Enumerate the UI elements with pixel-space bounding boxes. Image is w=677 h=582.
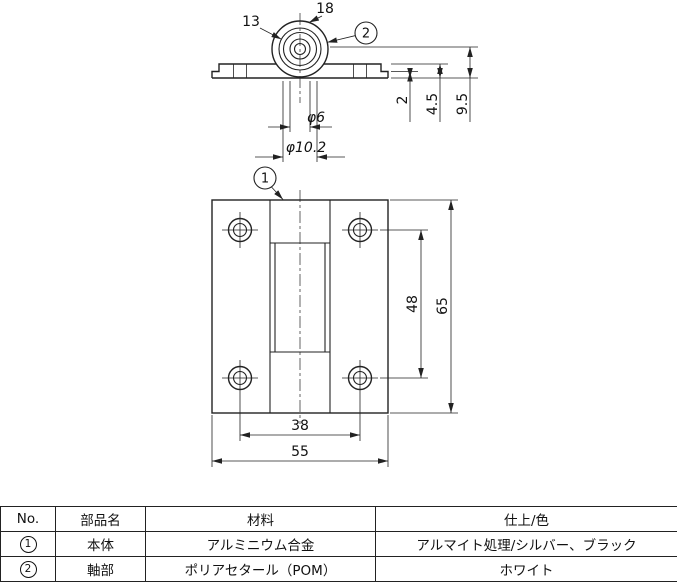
dim-18: 18	[316, 1, 334, 17]
table-header-row: No. 部品名 材料 仕上/色	[1, 507, 677, 532]
hinge-technical-drawing: 13 18 2 2 4.5 9.5 φ6 φ10.2	[0, 0, 677, 506]
header-finish-color: 仕上/色	[376, 507, 677, 532]
circled-number-1: 1	[20, 536, 37, 553]
dim-2: 2	[395, 96, 411, 105]
mounting-hole-bottom-right	[342, 360, 378, 396]
header-material: 材料	[146, 507, 376, 532]
plate-profile-left	[212, 64, 276, 78]
cell-finish: ホワイト	[376, 557, 677, 582]
table-row: 2 軸部 ポリアセタール（POM） ホワイト	[1, 557, 677, 582]
dim-9-5: 9.5	[455, 93, 471, 115]
dim-4-5: 4.5	[425, 93, 441, 115]
circled-number-2: 2	[20, 561, 37, 578]
cell-part-name: 本体	[56, 532, 146, 557]
dim-38: 38	[291, 418, 309, 434]
balloon-2-number: 2	[362, 27, 370, 42]
dim-55: 55	[291, 444, 309, 460]
cell-finish: アルマイト処理/シルバー、ブラック	[376, 532, 677, 557]
cell-material: アルミニウム合金	[146, 532, 376, 557]
cell-no: 2	[1, 557, 56, 582]
cell-material: ポリアセタール（POM）	[146, 557, 376, 582]
dim-48: 48	[405, 295, 421, 313]
dim-dia-6: φ6	[307, 110, 325, 126]
cell-no: 1	[1, 532, 56, 557]
front-view: 1	[212, 167, 458, 467]
balloon-1-number: 1	[261, 172, 269, 187]
leader-13	[260, 28, 281, 39]
dim-dia-10-2: φ10.2	[286, 140, 327, 156]
mounting-hole-top-left	[222, 212, 258, 248]
mounting-hole-top-right	[342, 212, 378, 248]
dim-65: 65	[435, 297, 451, 315]
plate-profile-right	[324, 64, 388, 78]
table-row: 1 本体 アルミニウム合金 アルマイト処理/シルバー、ブラック	[1, 532, 677, 557]
header-part-name: 部品名	[56, 507, 146, 532]
parts-table: No. 部品名 材料 仕上/色 1 本体 アルミニウム合金 アルマイト処理/シル…	[0, 506, 677, 582]
balloon-2-leader	[327, 36, 355, 43]
mounting-hole-bottom-left	[222, 360, 258, 396]
top-view: 13 18 2 2 4.5 9.5 φ6 φ10.2	[212, 1, 478, 162]
cell-part-name: 軸部	[56, 557, 146, 582]
drawing-svg: 13 18 2 2 4.5 9.5 φ6 φ10.2	[0, 0, 677, 506]
balloon-1-leader	[272, 187, 284, 200]
dim-13: 13	[242, 14, 260, 30]
header-no: No.	[1, 507, 56, 532]
